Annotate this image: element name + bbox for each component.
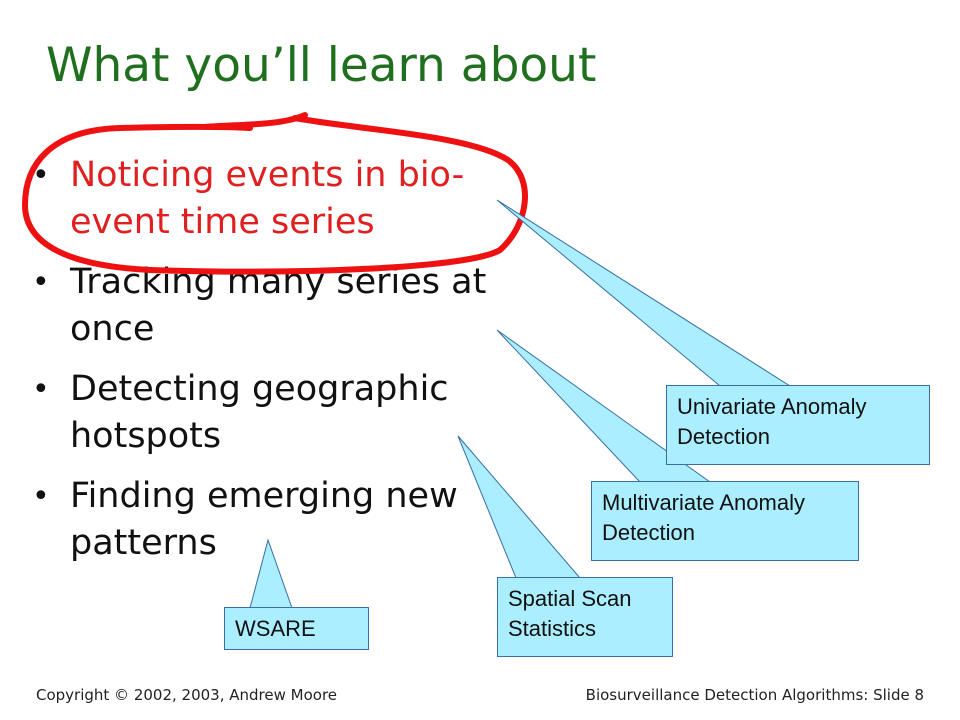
bullet-dot: • [32,372,50,407]
callout-univariate: Univariate Anomaly Detection [666,385,930,465]
footer-slide-label: Biosurveillance Detection Algorithms: Sl… [585,686,924,704]
bullet-text: Tracking many series at once [70,262,487,349]
bullet-dot: • [32,479,50,514]
bullet-item: • Detecting geographic hotspots [32,366,552,460]
bullet-dot: • [32,158,50,193]
callout-spatial-scan: Spatial Scan Statistics [497,577,673,657]
footer-copyright: Copyright © 2002, 2003, Andrew Moore [36,686,338,704]
callout-multivariate: Multivariate Anomaly Detection [591,481,859,561]
bullet-list: • Noticing events in bio-event time seri… [32,152,552,580]
bullet-item: • Finding emerging new patterns [32,473,552,567]
bullet-dot: • [32,265,50,300]
bullet-item: • Noticing events in bio-event time seri… [32,152,552,246]
bullet-text: Noticing events in bio-event time series [70,155,465,242]
callout-wsare: WSARE [224,607,369,650]
bullet-text: Detecting geographic hotspots [70,369,449,456]
bullet-item: • Tracking many series at once [32,259,552,353]
slide-title: What you’ll learn about [46,38,597,93]
bullet-text: Finding emerging new patterns [70,476,458,563]
